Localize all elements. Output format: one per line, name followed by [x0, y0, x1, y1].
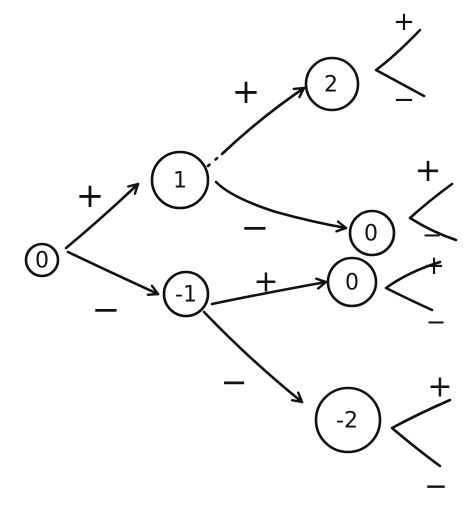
node-2: 2	[304, 56, 360, 112]
edge-sign-minus1-to-minus2: −	[221, 363, 248, 401]
node-1: 1	[150, 150, 210, 210]
branch-node-minus2: + −	[390, 370, 453, 503]
edge-sign-minus1-to-0b: +	[253, 265, 278, 300]
branch-sign-down-node-minus2: −	[424, 470, 447, 503]
branch-node-0b: + −	[384, 251, 446, 336]
node-0: 0	[24, 242, 60, 278]
node-0a: 0	[348, 209, 396, 257]
node-0b-label: 0	[345, 271, 359, 296]
edge-minus1-to-0b	[210, 282, 328, 306]
edge-1-to-2	[220, 86, 306, 156]
node-minus1: -1	[162, 270, 210, 318]
edge-1-to-0a	[214, 180, 348, 228]
edge-sign-1-to-0a: −	[241, 208, 270, 248]
edge-sign-1-to-2: +	[232, 72, 261, 112]
branch-sign-up-node-2: +	[393, 7, 415, 37]
node-0b: 0	[326, 256, 378, 308]
branch-sign-up-node-0b: +	[423, 251, 445, 281]
edge-0-to-1	[64, 182, 140, 250]
edge-0-to-minus1	[66, 250, 160, 294]
branch-sign-down-node-2: −	[393, 85, 415, 115]
node-0-label: 0	[35, 249, 49, 274]
branch-node-2: + −	[374, 7, 426, 115]
branch-sign-down-node-0b: −	[426, 308, 446, 336]
node-minus2-label: -2	[336, 409, 358, 434]
edge-sign-0-to-minus1: −	[92, 290, 121, 330]
node-minus2: -2	[314, 386, 382, 454]
branch-sign-up-node-minus2: +	[427, 370, 452, 405]
branch-node-0a: + −	[408, 151, 458, 249]
node-1-label: 1	[173, 169, 187, 194]
node-2-label: 2	[324, 73, 338, 98]
node-0a-label: 0	[364, 222, 378, 247]
edge-minus1-to-minus2	[202, 310, 304, 404]
edge-1-to-2-dashed	[206, 152, 224, 168]
branch-sign-up-node-0a: +	[415, 151, 442, 189]
branch-sign-down-node-0a: −	[422, 221, 442, 249]
edge-sign-0-to-1: +	[76, 176, 105, 216]
node-minus1-label: -1	[175, 283, 197, 308]
